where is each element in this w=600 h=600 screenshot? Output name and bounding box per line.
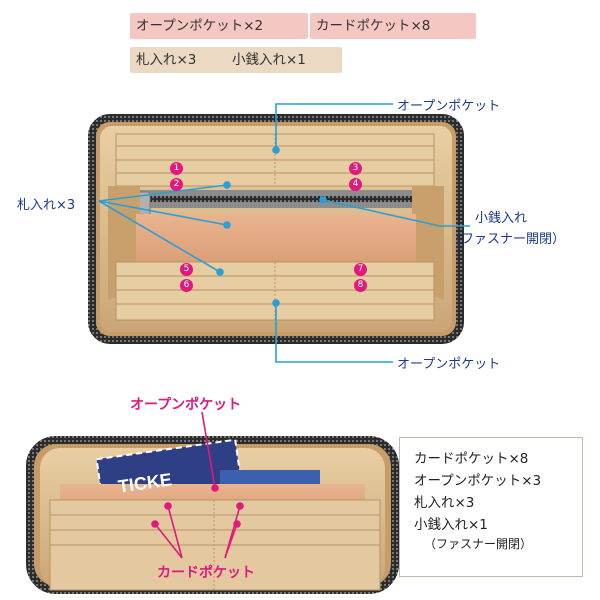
spec-coin-sub: （ファスナー開閉） [424, 537, 533, 551]
callout-open-pocket-bottom: オープンポケット [397, 357, 501, 372]
callout-open-pocket-detail: オープンポケット [130, 397, 242, 413]
pocket-number-6: 6 [180, 279, 193, 292]
pocket-number-1: 1 [170, 162, 183, 175]
tag-bill: 札入れ×3 [130, 47, 228, 73]
bottom-wallet [26, 436, 399, 594]
pocket-number-4: 4 [349, 178, 362, 191]
pocket-number-5: 5 [180, 263, 193, 276]
spec-open-pocket: オープンポケット×3 [414, 473, 542, 489]
callout-coin-purse-sub: （ファスナー開閉） [448, 232, 566, 247]
pocket-number-7: 7 [354, 263, 367, 276]
callout-card-pocket-detail: カードポケット [157, 565, 255, 581]
spec-bill: 札入れ×3 [414, 495, 475, 511]
tag-coin: 小銭入れ×1 [226, 47, 342, 73]
tag-open-pocket: オープンポケット×2 [130, 13, 308, 39]
callout-coin-purse: 小銭入れ [475, 211, 528, 226]
spec-coin: 小銭入れ×1 [414, 517, 488, 533]
pocket-number-2: 2 [170, 178, 183, 191]
tag-card-pocket: カードポケット×8 [310, 13, 476, 39]
spec-box: カードポケット×8 オープンポケット×3 札入れ×3 小銭入れ×1 （ファスナー… [399, 437, 583, 577]
callout-bill-slots: 札入れ×3 [17, 198, 76, 213]
pocket-number-3: 3 [349, 162, 362, 175]
callout-open-pocket-top: オープンポケット [397, 99, 501, 114]
spec-card-pocket: カードポケット×8 [414, 451, 529, 467]
pocket-number-8: 8 [354, 279, 367, 292]
